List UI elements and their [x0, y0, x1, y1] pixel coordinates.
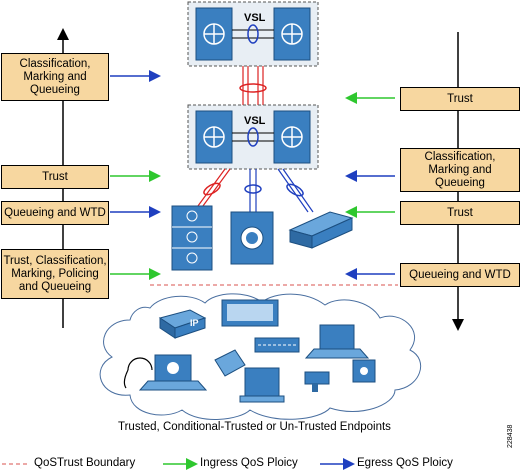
figure-id: 228438 [507, 424, 514, 448]
headset-icon [123, 357, 153, 389]
legend-egress-label: Egress QoS Ploicy [357, 457, 453, 469]
right-box-queueing-wtd: Queueing and WTD [400, 263, 520, 287]
uplink-bundle [239, 66, 267, 105]
pda-icon [214, 349, 246, 377]
laptop-icon-1 [304, 324, 370, 359]
camera-icon [304, 371, 330, 392]
vss-pair-top [187, 1, 319, 67]
left-box-queueing-wtd: Queueing and WTD [1, 201, 109, 225]
ip-phone-icon [158, 309, 207, 339]
right-box-classification: Classification, Marking and Queueing [400, 148, 520, 192]
vss-pair-bottom [187, 104, 319, 170]
legend-ingress-label: Ingress QoS Ploicy [200, 457, 298, 469]
right-box-trust-2: Trust [400, 201, 520, 225]
access-switch-flat-icon [288, 211, 354, 249]
switch-icon-top-right [273, 7, 311, 61]
laptop-icon-2 [138, 354, 208, 391]
ipphone-bank-icon [254, 337, 300, 353]
access-switch-stack-icon [230, 211, 274, 265]
left-box-trust-classification: Trust, Classification, Marking, Policing… [1, 249, 109, 299]
access-links [194, 168, 314, 213]
left-box-classification: Classification, Marking and Queueing [1, 53, 109, 101]
switch-icon-bottom-left [195, 110, 233, 164]
vsl-label-top: VSL [244, 12, 266, 24]
switch-icon-bottom-right [273, 110, 311, 164]
video-phone-icon [221, 299, 279, 327]
switch-icon-top-left [195, 7, 233, 61]
right-box-trust-1: Trust [400, 87, 520, 111]
access-point-icon [352, 359, 376, 383]
access-switch-chassis-icon [171, 205, 213, 271]
legend-boundary-label: QoSTrust Boundary [34, 457, 136, 469]
workstation-icon [239, 367, 285, 403]
ip-phone-label: IP [190, 318, 199, 328]
left-box-trust: Trust [1, 165, 109, 189]
vsl-label-bottom: VSL [244, 115, 266, 127]
endpoints-caption: Trusted, Conditional-Trusted or Un-Trust… [118, 421, 391, 433]
